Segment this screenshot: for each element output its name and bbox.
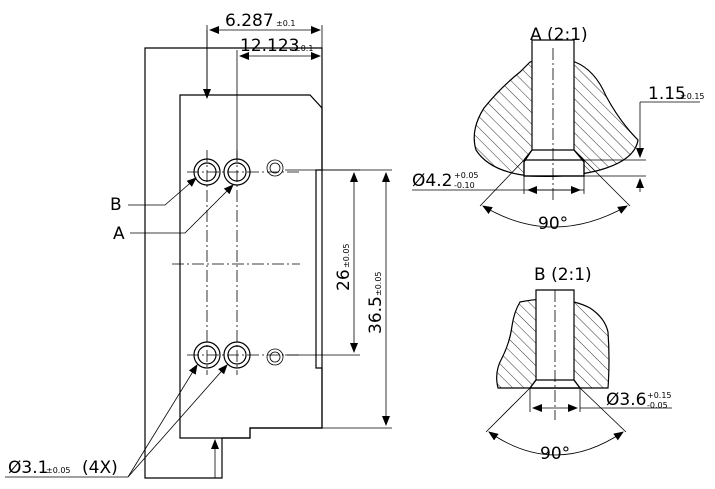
detail-b-diameter-tol-upper: +0.15 — [647, 391, 672, 400]
label-a: A — [113, 224, 125, 244]
hole-note-count: (4X) — [82, 458, 118, 478]
detail-b-diameter-value: Ø3.6 — [606, 390, 646, 410]
inner-outline — [179, 94, 323, 439]
dim-6287-tol: ±0.1 — [276, 19, 295, 28]
hole-note-diameter: Ø3.1 — [8, 458, 48, 478]
leader-hole-note: Ø3.1 ±0.05 (4X) — [5, 364, 228, 478]
dim-365-tol: ±0.05 — [374, 271, 383, 296]
dimension-365: 36.5 ±0.05 — [316, 169, 392, 429]
dim-26-tol: ±0.05 — [342, 243, 351, 268]
detail-a-diameter-tol-lower: -0.10 — [454, 181, 475, 190]
hole-bottom-left — [193, 341, 221, 369]
part-outline — [144, 47, 323, 479]
leader-a: A — [113, 184, 234, 244]
leader-b: B — [110, 177, 197, 215]
detail-a-diameter-tol-upper: +0.05 — [454, 171, 479, 180]
hole-top-left — [193, 158, 221, 186]
detail-b-angle: 90° — [540, 444, 570, 464]
detail-a: A (2:1) 1.15 ±0.15 Ø4.2 +0.05 -0.10 90° — [412, 25, 705, 234]
detail-a-depth-value: 1.15 — [648, 84, 686, 104]
dim-12123-value: 12.123 — [240, 36, 299, 56]
dim-365-value: 36.5 — [366, 296, 386, 334]
hole-note-tol: ±0.05 — [46, 466, 71, 475]
detail-b-diameter-tol-lower: -0.05 — [647, 401, 668, 410]
detail-b-title: B (2:1) — [534, 265, 592, 285]
detail-a-depth-tol: ±0.15 — [680, 92, 705, 101]
hole-bottom-middle — [223, 341, 251, 369]
detail-b: B (2:1) Ø3.6 +0.15 -0.05 90° — [485, 265, 672, 464]
dim-26-value: 26 — [334, 269, 354, 291]
detail-a-angle: 90° — [538, 214, 568, 234]
main-view: 6.287 ±0.1 12.123 ±0.1 26 ±0.05 36.5 ±0.… — [5, 11, 392, 479]
hole-bottom-right — [266, 348, 284, 366]
dimension-6287: 6.287 ±0.1 — [203, 11, 323, 99]
dimension-12123: 12.123 ±0.1 — [236, 36, 321, 160]
label-b: B — [110, 195, 122, 215]
hole-top-right — [266, 159, 284, 177]
detail-a-diameter-value: Ø4.2 — [412, 171, 452, 191]
dim-6287-value: 6.287 — [225, 11, 274, 31]
dim-12123-tol: ±0.1 — [294, 44, 313, 53]
